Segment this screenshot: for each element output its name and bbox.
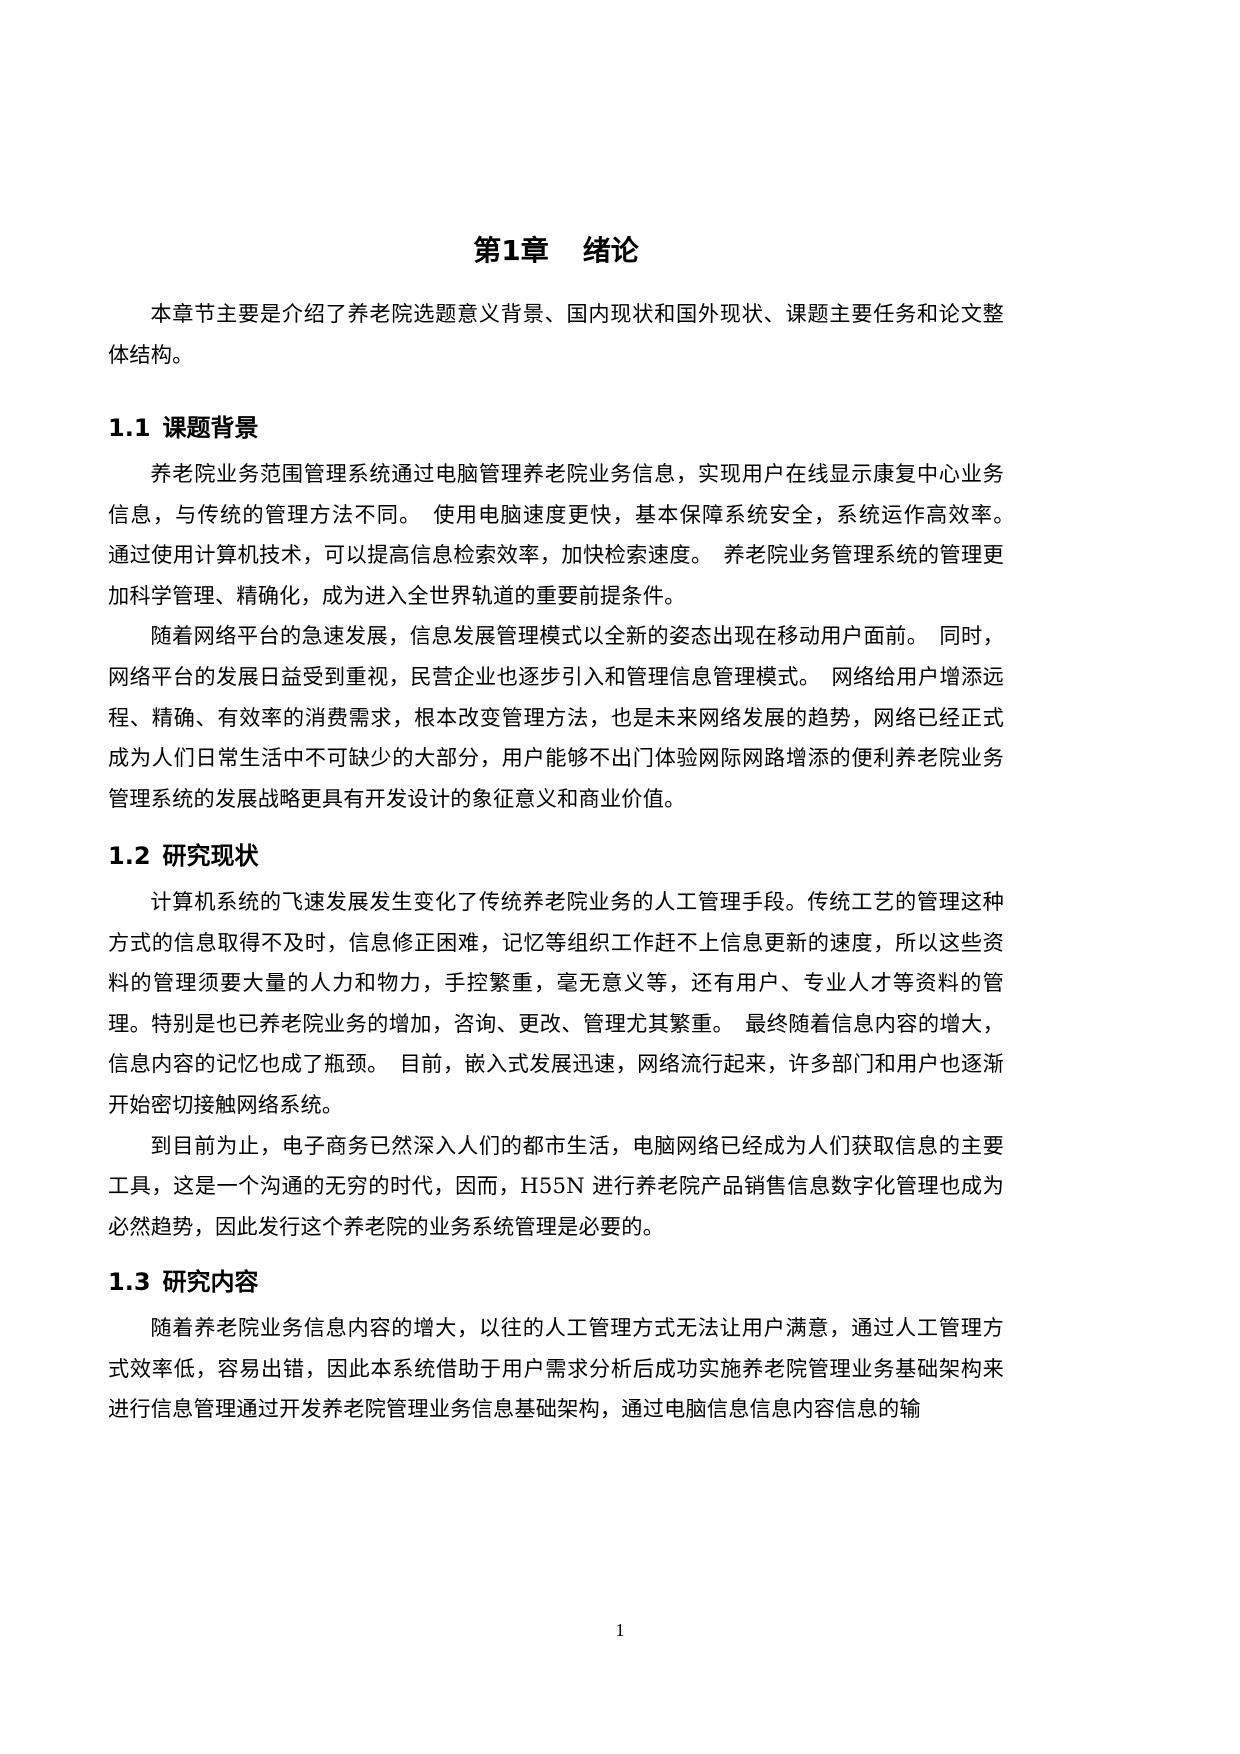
chapter-name: 绪论	[582, 233, 639, 267]
section-heading: 1.1 课题背景	[108, 408, 1004, 448]
body-paragraph: 计算机系统的飞速发展发生变化了传统养老院业务的人工管理手段。传统工艺的管理这种方…	[108, 889, 1004, 1117]
body-paragraph: 随着养老院业务信息内容的增大，以往的人工管理方式无法让用户满意，通过人工管理方式…	[108, 1315, 1004, 1422]
section-title: 研究内容	[162, 1268, 259, 1296]
chapter-title: 第1章绪论	[108, 231, 1004, 271]
section-1-1: 1.1 课题背景 养老院业务范围管理系统通过电脑管理养老院业务信息，实现用户在线显…	[108, 408, 1026, 819]
page-number: 1	[615, 1620, 625, 1640]
section-heading: 1.3 研究内容	[108, 1262, 1004, 1302]
section-1-3: 1.3 研究内容 随着养老院业务信息内容的增大，以往的人工管理方式无法让用户满意，…	[108, 1262, 1004, 1430]
body-paragraph: 到目前为止，电子商务已然深入人们的都市生活，电脑网络已经成为人们获取信息的主要工…	[108, 1132, 1004, 1239]
section-number: 1.3	[108, 1268, 151, 1296]
body-paragraph: 随着网络平台的急速发展，信息发展管理模式以全新的姿态出现在移动用户面前。 同时，…	[108, 623, 1004, 811]
intro-paragraph: 本章节主要是介绍了养老院选题意义背景、国内现状和国外现状、课题主要任务和论文整体…	[108, 301, 1004, 367]
section-title: 课题背景	[162, 414, 259, 442]
chapter-label: 第1章	[473, 233, 549, 267]
section-title: 研究现状	[162, 842, 259, 870]
section-1-2: 1.2 研究现状 计算机系统的飞速发展发生变化了传统养老院业务的人工管理手段。传统…	[108, 836, 1004, 1247]
body-paragraph: 养老院业务范围管理系统通过电脑管理养老院业务信息，实现用户在线显示康复中心业务信…	[108, 461, 1026, 608]
section-heading: 1.2 研究现状	[108, 836, 1004, 876]
chapter-intro: 本章节主要是介绍了养老院选题意义背景、国内现状和国外现状、课题主要任务和论文整体…	[108, 294, 1004, 375]
section-number: 1.2	[108, 842, 151, 870]
section-number: 1.1	[108, 414, 151, 442]
